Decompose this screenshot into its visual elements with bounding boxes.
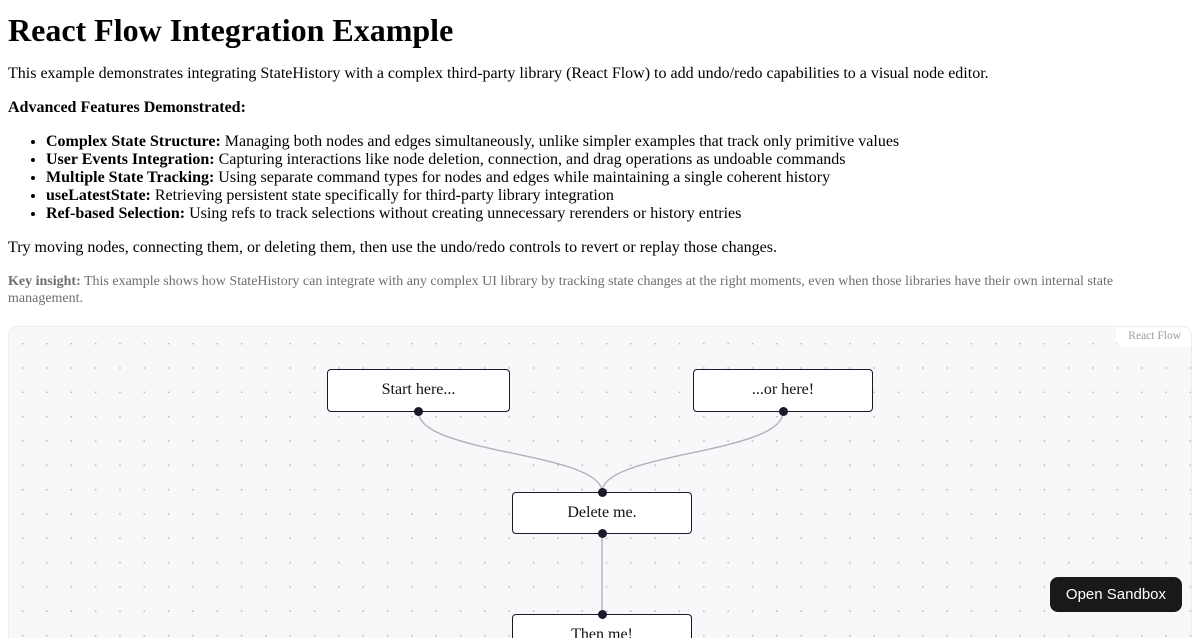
flow-node-then-me[interactable]: Then me! [512, 614, 692, 638]
feature-desc: Using separate command types for nodes a… [218, 169, 830, 186]
node-label: Delete me. [567, 504, 636, 522]
flow-node-start-here[interactable]: Start here... [327, 369, 510, 412]
features-list: Complex State Structure: Managing both n… [8, 133, 1200, 223]
node-handle-source[interactable] [414, 407, 423, 416]
react-flow-attribution[interactable]: React Flow [1116, 327, 1191, 347]
edge-start-to-delete[interactable] [419, 412, 603, 492]
edge-orhere-to-delete[interactable] [602, 412, 783, 492]
node-handle-target[interactable] [598, 610, 607, 619]
feature-item-uselateststate: useLatestState: Retrieving persistent st… [46, 187, 1200, 205]
node-handle-source[interactable] [779, 407, 788, 416]
feature-item-complex-state: Complex State Structure: Managing both n… [46, 133, 1200, 151]
features-heading: Advanced Features Demonstrated: [8, 99, 1200, 117]
feature-desc: Using refs to track selections without c… [189, 205, 741, 222]
try-paragraph: Try moving nodes, connecting them, or de… [8, 239, 1200, 257]
open-sandbox-button[interactable]: Open Sandbox [1050, 577, 1182, 612]
feature-item-ref-selection: Ref-based Selection: Using refs to track… [46, 205, 1200, 223]
node-handle-target[interactable] [598, 488, 607, 497]
feature-term: Ref-based Selection: [46, 205, 185, 222]
feature-term: User Events Integration: [46, 151, 215, 168]
node-label: ...or here! [752, 381, 814, 399]
key-insight-text: This example shows how StateHistory can … [8, 274, 1113, 306]
node-label: Then me! [571, 626, 633, 638]
feature-desc: Retrieving persistent state specifically… [155, 187, 614, 204]
flow-edges-layer [9, 327, 1192, 638]
feature-term: useLatestState: [46, 187, 151, 204]
feature-item-multiple-state: Multiple State Tracking: Using separate … [46, 169, 1200, 187]
feature-desc: Capturing interactions like node deletio… [219, 151, 846, 168]
key-insight-label: Key insight: [8, 274, 81, 289]
flow-node-or-here[interactable]: ...or here! [693, 369, 873, 412]
flow-node-delete-me[interactable]: Delete me. [512, 492, 692, 534]
feature-term: Multiple State Tracking: [46, 169, 214, 186]
feature-desc: Managing both nodes and edges simultaneo… [225, 133, 899, 150]
node-handle-source[interactable] [598, 529, 607, 538]
key-insight-paragraph: Key insight: This example shows how Stat… [8, 273, 1168, 307]
intro-paragraph: This example demonstrates integrating St… [8, 65, 1200, 83]
react-flow-canvas[interactable]: Start here... ...or here! Delete me. The… [8, 326, 1192, 638]
feature-term: Complex State Structure: [46, 133, 221, 150]
page-title: React Flow Integration Example [8, 12, 1200, 49]
feature-item-user-events: User Events Integration: Capturing inter… [46, 151, 1200, 169]
node-label: Start here... [382, 381, 456, 399]
